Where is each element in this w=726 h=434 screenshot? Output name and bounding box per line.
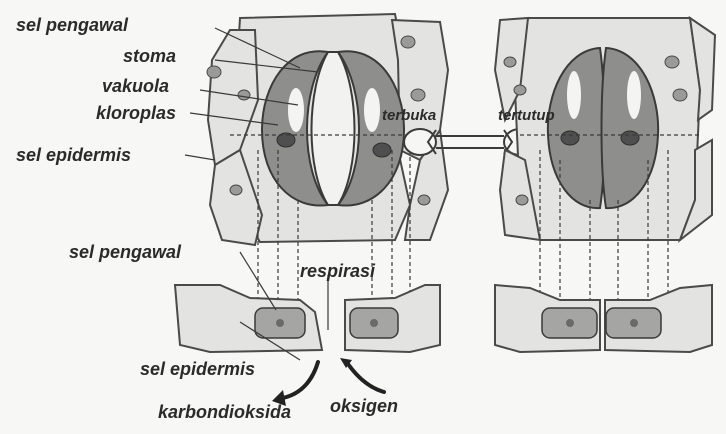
label-respirasi: respirasi	[300, 262, 375, 280]
label-sel-pengawal-top: sel pengawal	[16, 16, 128, 34]
label-oksigen: oksigen	[330, 397, 398, 415]
label-kloroplas: kloroplas	[96, 104, 176, 122]
label-sel-epidermis-top: sel epidermis	[16, 146, 131, 164]
gas-exchange-arrows	[283, 362, 384, 398]
label-sel-pengawal-bottom: sel pengawal	[69, 243, 181, 261]
open-stoma-cross-section	[175, 285, 440, 352]
label-karbondioksida: karbondioksida	[158, 403, 291, 421]
closed-guard-cells	[548, 48, 658, 208]
open-guard-cells	[262, 51, 404, 205]
label-sel-epidermis-bottom: sel epidermis	[140, 360, 255, 378]
label-stoma: stoma	[123, 47, 176, 65]
label-tertutup: tertutup	[498, 108, 555, 123]
label-vakuola: vakuola	[102, 77, 169, 95]
label-terbuka: terbuka	[382, 108, 436, 123]
closed-stoma-cross-section	[495, 285, 712, 352]
